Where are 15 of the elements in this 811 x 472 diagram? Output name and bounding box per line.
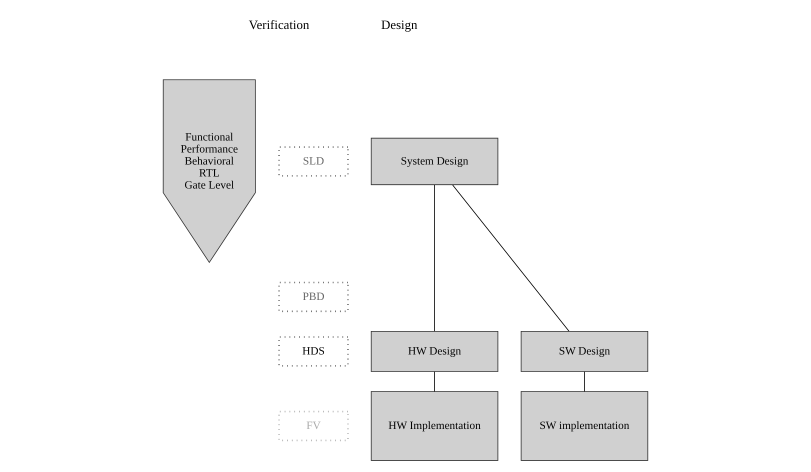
node-box: HW Implementation xyxy=(370,391,498,461)
node-box: SW Design xyxy=(520,331,648,372)
node-box: FV xyxy=(278,410,349,442)
node-box: HDS xyxy=(278,336,349,367)
node-box: HW Design xyxy=(370,331,498,372)
connector xyxy=(452,184,570,332)
connector xyxy=(434,184,435,332)
node-box: SLD xyxy=(278,146,349,177)
connector xyxy=(434,371,435,392)
label: Verification xyxy=(248,18,310,32)
node-box: SW implementation xyxy=(520,391,648,461)
label: Design xyxy=(381,18,418,32)
node-box: PBD xyxy=(278,282,349,312)
connector xyxy=(584,371,585,392)
node-box: System Design xyxy=(370,138,498,186)
